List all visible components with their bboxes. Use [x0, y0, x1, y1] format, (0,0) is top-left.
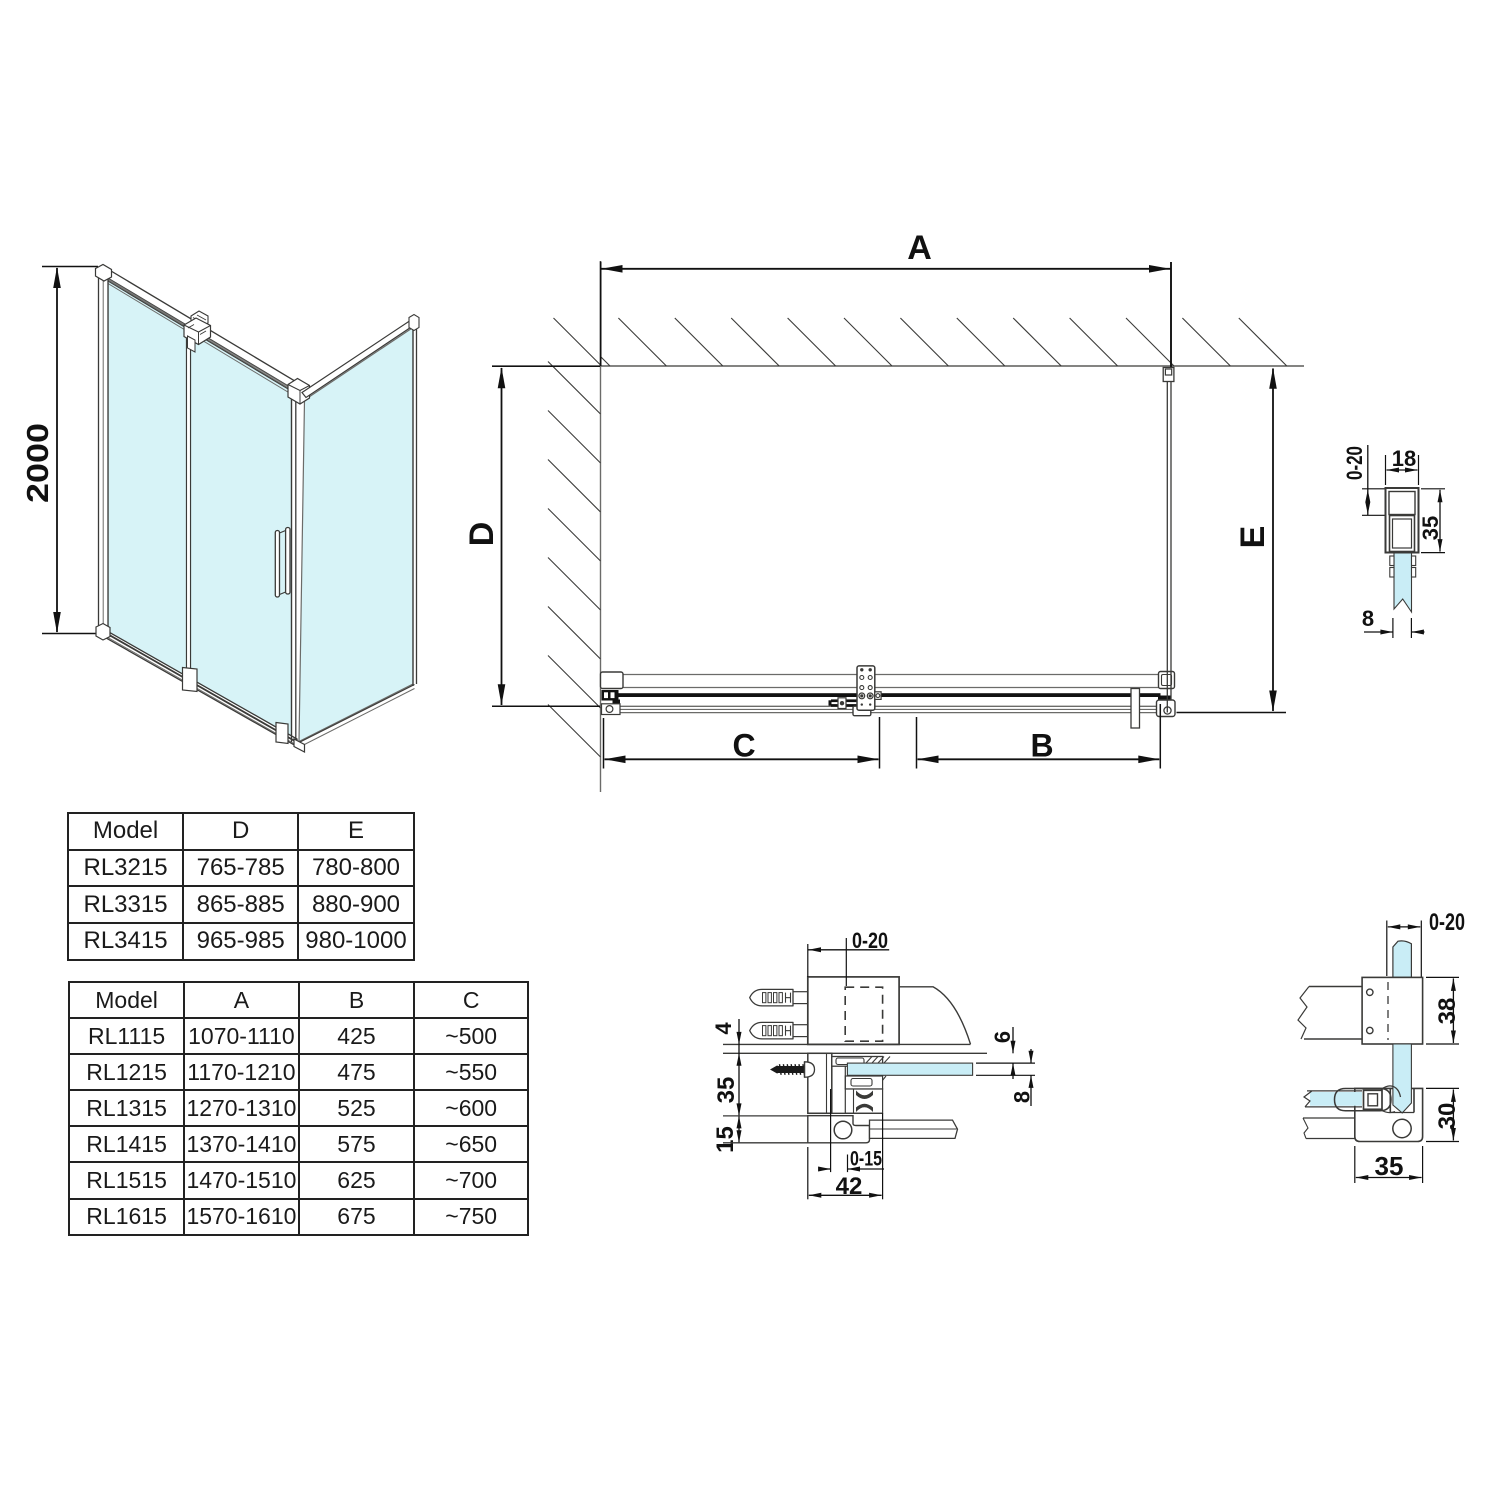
svg-text:0-20: 0-20 — [852, 928, 888, 953]
svg-text:38: 38 — [1434, 998, 1461, 1025]
svg-text:D: D — [463, 522, 501, 547]
svg-text:B: B — [1030, 728, 1053, 764]
svg-text:0-20: 0-20 — [1342, 446, 1367, 480]
svg-text:18: 18 — [1392, 446, 1416, 471]
svg-text:2000: 2000 — [20, 423, 55, 503]
svg-text:8: 8 — [1362, 606, 1374, 631]
svg-text:15: 15 — [712, 1126, 739, 1153]
svg-text:6: 6 — [990, 1031, 1015, 1043]
svg-text:E: E — [1234, 526, 1272, 549]
svg-text:8: 8 — [1010, 1091, 1035, 1103]
svg-text:A: A — [907, 229, 932, 267]
svg-text:4: 4 — [711, 1022, 736, 1035]
svg-text:35: 35 — [713, 1077, 740, 1104]
svg-text:42: 42 — [836, 1173, 863, 1200]
svg-text:C: C — [732, 728, 755, 764]
svg-text:30: 30 — [1434, 1103, 1461, 1130]
svg-text:35: 35 — [1375, 1151, 1404, 1181]
svg-text:0-20: 0-20 — [1429, 909, 1465, 936]
svg-text:35: 35 — [1418, 516, 1443, 540]
svg-text:0-15: 0-15 — [850, 1148, 882, 1171]
